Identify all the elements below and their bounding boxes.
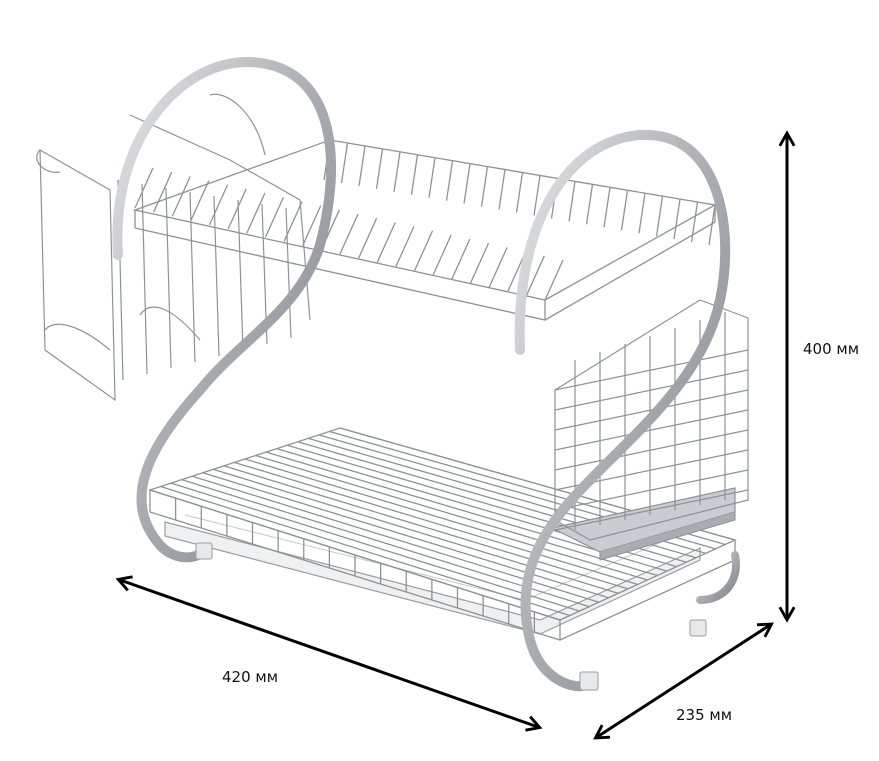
width-label: 420 мм [222,668,279,686]
upper-basket [132,139,717,321]
height-label: 400 мм [803,340,860,358]
width-arrow [115,575,543,732]
cutlery-tray [550,487,736,561]
depth-label: 235 мм [676,706,733,724]
cup-holder [36,93,311,402]
depth-arrow [593,622,774,740]
dimension-arrows [115,130,796,740]
